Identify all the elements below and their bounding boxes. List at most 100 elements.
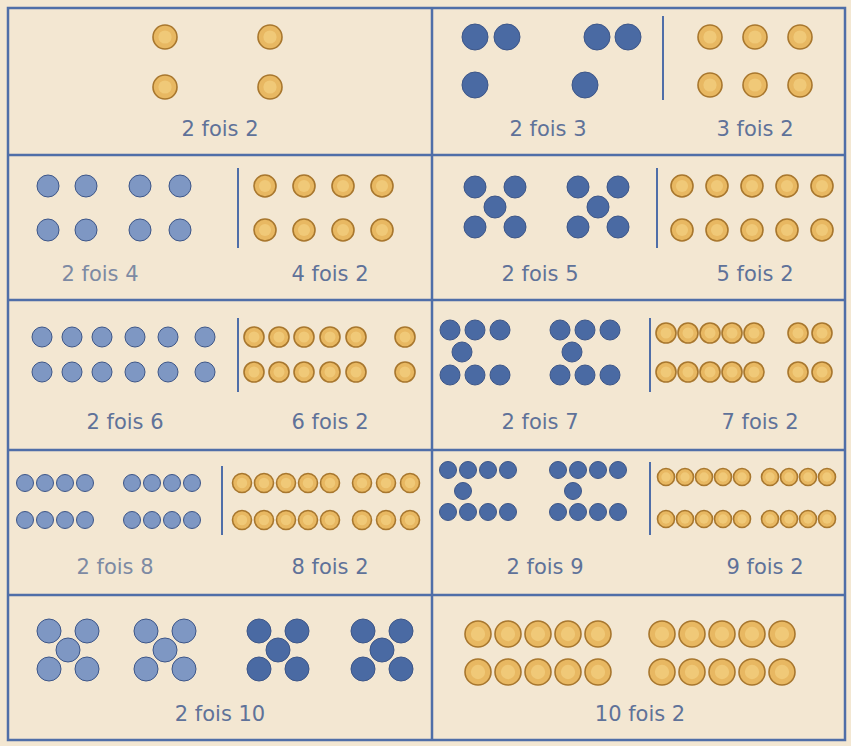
blue-counter — [164, 475, 181, 492]
counter-highlight — [501, 627, 515, 641]
counter-highlight — [817, 367, 828, 378]
blue-counter — [389, 619, 413, 643]
yellow-counter — [706, 175, 728, 197]
product-label: 2 fois 2 — [181, 117, 258, 142]
counter-highlight — [661, 367, 672, 378]
blue-counter — [17, 475, 34, 492]
blue-counter — [455, 483, 472, 500]
product-label: 2 fois 6 — [86, 410, 163, 435]
yellow-counter — [254, 219, 276, 241]
blue-counter — [125, 362, 145, 382]
yellow-counter — [739, 659, 765, 685]
counter-highlight — [471, 627, 485, 641]
counter-highlight — [765, 514, 774, 523]
yellow-counter — [321, 511, 340, 530]
blue-counter — [125, 327, 145, 347]
counter-highlight — [405, 515, 415, 525]
blue-counter — [440, 462, 457, 479]
blue-counter — [92, 362, 112, 382]
counter-highlight — [816, 224, 828, 236]
blue-counter — [164, 512, 181, 529]
counter-highlight — [746, 180, 758, 192]
blue-counter — [590, 504, 607, 521]
product-label: 10 fois 2 — [595, 702, 685, 727]
blue-counter — [56, 638, 80, 662]
blue-counter — [567, 176, 589, 198]
counter-highlight — [718, 514, 727, 523]
counter-highlight — [718, 472, 727, 481]
table-cell: 10 fois 2 — [432, 595, 845, 740]
blue-counter — [351, 657, 375, 681]
yellow-counter — [269, 362, 289, 382]
yellow-counter — [706, 219, 728, 241]
blue-counter — [452, 342, 472, 362]
counter-highlight — [822, 472, 831, 481]
yellow-counter — [709, 621, 735, 647]
blue-counter — [75, 619, 99, 643]
yellow-counter — [698, 73, 722, 97]
counter-highlight — [711, 180, 723, 192]
counter-highlight — [685, 627, 699, 641]
yellow-counter — [781, 469, 798, 486]
blue-counter — [247, 657, 271, 681]
blue-counter — [465, 365, 485, 385]
blue-counter — [610, 462, 627, 479]
blue-counter — [184, 475, 201, 492]
counter-highlight — [661, 514, 670, 523]
blue-counter — [462, 24, 488, 50]
yellow-counter — [353, 474, 372, 493]
table-cell: 2 fois 88 fois 2 — [8, 450, 432, 595]
blue-counter — [460, 462, 477, 479]
blue-counter — [587, 196, 609, 218]
product-label: 9 fois 2 — [726, 555, 803, 580]
counter-highlight — [357, 515, 367, 525]
row-line — [8, 299, 845, 302]
yellow-counter — [585, 621, 611, 647]
blue-counter — [285, 619, 309, 643]
divider — [649, 318, 651, 392]
yellow-counter — [788, 323, 808, 343]
blue-counter — [144, 512, 161, 529]
counter-highlight — [745, 627, 759, 641]
yellow-counter — [371, 219, 393, 241]
yellow-counter — [495, 621, 521, 647]
blue-counter — [610, 504, 627, 521]
counter-highlight — [591, 665, 605, 679]
counter-highlight — [655, 665, 669, 679]
counter-highlight — [158, 30, 171, 43]
yellow-counter — [715, 469, 732, 486]
counter-highlight — [703, 78, 716, 91]
blue-counter — [562, 342, 582, 362]
yellow-counter — [258, 75, 282, 99]
yellow-counter — [762, 469, 779, 486]
blue-counter — [129, 175, 151, 197]
counter-highlight — [705, 367, 716, 378]
yellow-counter — [671, 175, 693, 197]
yellow-counter — [495, 659, 521, 685]
blue-counter — [464, 176, 486, 198]
yellow-counter — [299, 511, 318, 530]
yellow-counter — [819, 511, 836, 528]
counter-highlight — [158, 80, 171, 93]
yellow-counter — [696, 469, 713, 486]
yellow-counter — [700, 323, 720, 343]
yellow-counter — [679, 659, 705, 685]
blue-counter — [195, 327, 215, 347]
blue-counter — [465, 320, 485, 340]
blue-counter — [440, 504, 457, 521]
counter-highlight — [803, 472, 812, 481]
divider — [221, 466, 223, 535]
counter-highlight — [784, 472, 793, 481]
blue-counter — [195, 362, 215, 382]
counter-highlight — [337, 224, 349, 236]
counter-highlight — [655, 627, 669, 641]
yellow-counter — [233, 474, 252, 493]
yellow-counter — [269, 327, 289, 347]
blue-counter — [57, 475, 74, 492]
blue-counter — [32, 362, 52, 382]
blue-counter — [129, 219, 151, 241]
yellow-counter — [658, 469, 675, 486]
yellow-counter — [743, 73, 767, 97]
counter-highlight — [325, 515, 335, 525]
yellow-counter — [776, 175, 798, 197]
